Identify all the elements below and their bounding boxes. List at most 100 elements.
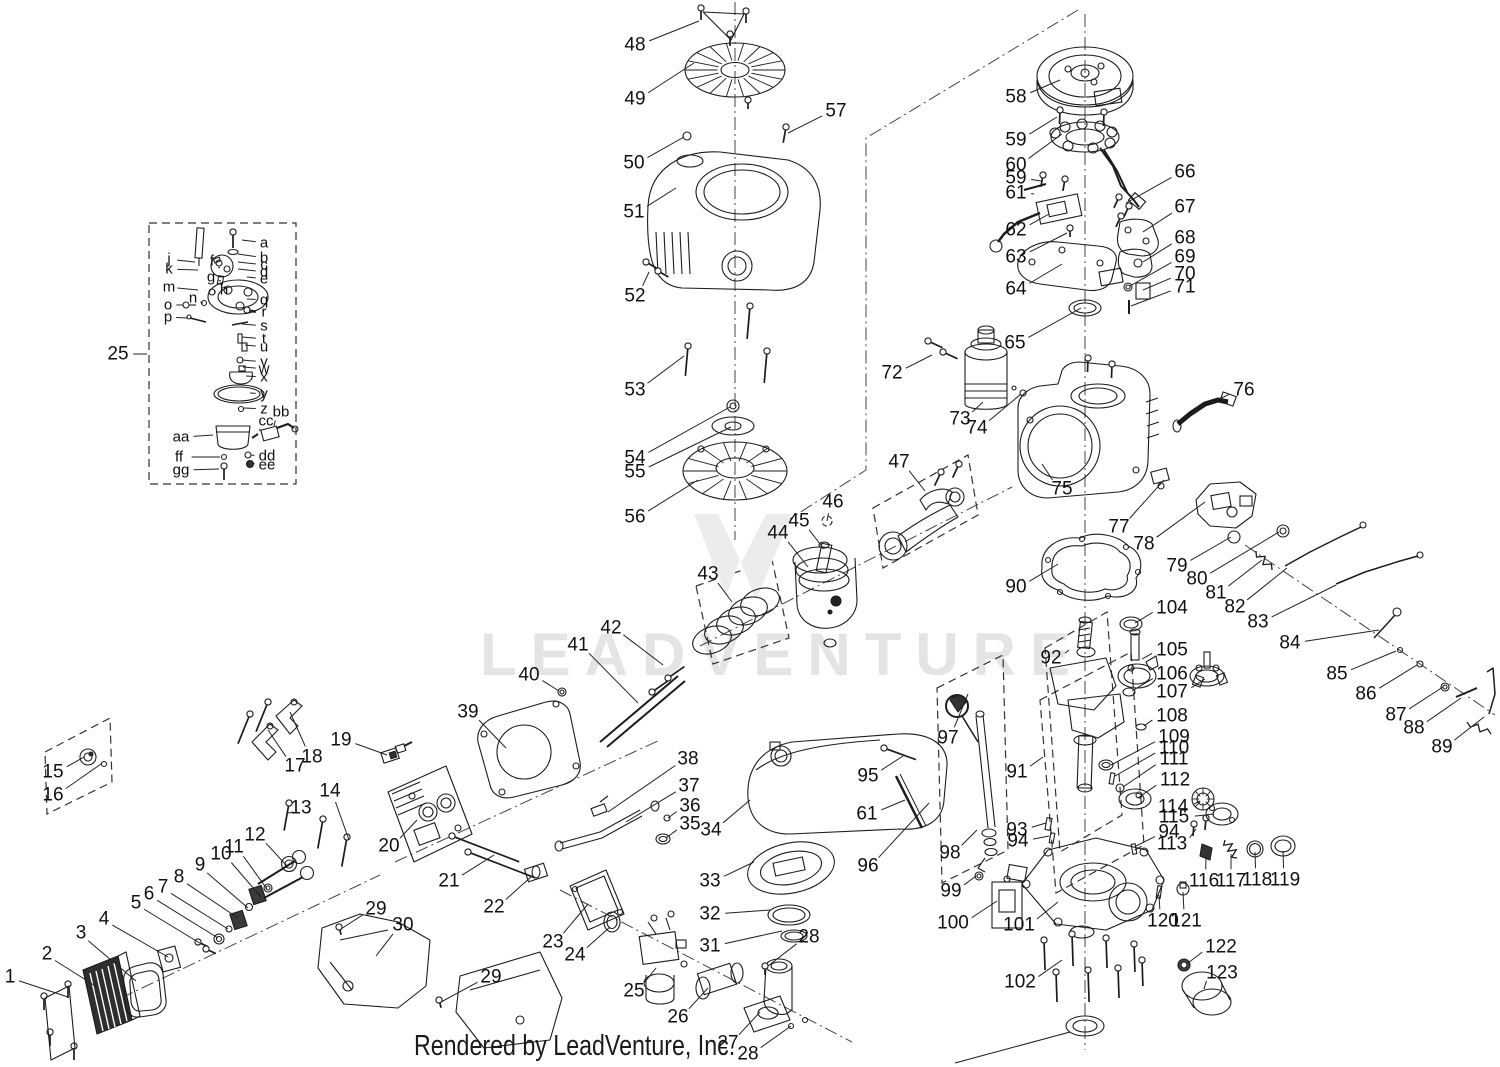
callout-96: 96: [857, 802, 930, 877]
part-shape: [1145, 397, 1159, 403]
leader-line: [1378, 664, 1418, 689]
callout-text: 89: [1431, 737, 1452, 758]
piston-ring-43: [728, 596, 768, 626]
sub-callout-h: h: [213, 282, 228, 299]
part-shape: [1180, 961, 1188, 969]
muffler-panel: [117, 951, 141, 1021]
leader-line: [200, 301, 204, 304]
bolt-72: [930, 341, 943, 349]
leader-line: [646, 187, 677, 207]
part-shape: [650, 800, 660, 812]
callout-41: 41: [567, 635, 639, 704]
part-shape: [1205, 790, 1212, 797]
sump-bolt-102: [1102, 934, 1110, 942]
part-shape: [795, 557, 849, 583]
debris-screen-fins: [709, 77, 727, 94]
leader-line: [355, 743, 388, 756]
leader-line: [1228, 559, 1263, 587]
leader-line: [218, 279, 222, 282]
part-shape: [1011, 385, 1017, 391]
callout-text: 54: [624, 448, 646, 469]
part-shape: [1027, 413, 1093, 479]
oil-seal: [1065, 1015, 1105, 1037]
sub-callout-k: k: [165, 261, 199, 278]
part-shape: [469, 969, 541, 991]
fitting-38: [590, 803, 608, 817]
governor-bracket-78: [1195, 481, 1257, 529]
part-shape: [561, 815, 643, 850]
callout-text: 24: [564, 945, 586, 966]
wire-connector: [1127, 191, 1147, 211]
callout-66: 66: [1125, 162, 1196, 204]
carburetor-detail-box-25: [148, 222, 297, 485]
debris-screen-fins: [743, 77, 761, 94]
leader-line: [649, 20, 700, 42]
rocker-stud: [237, 716, 250, 744]
part-shape: [1070, 869, 1116, 895]
bolt-72: [924, 337, 932, 345]
callout-71: 71: [1130, 277, 1196, 307]
screw-48: [697, 4, 705, 12]
housing-oval: [676, 154, 704, 168]
part-shape: [391, 781, 421, 795]
part-shape: [1215, 672, 1229, 686]
callout-text: 90: [1005, 577, 1026, 598]
bolt-95: [880, 744, 888, 752]
sub-callout-text: z: [260, 401, 268, 418]
part-shape: [606, 914, 618, 930]
debris-screen-fins: [737, 79, 745, 97]
leader-line: [826, 513, 829, 522]
key-93: [1044, 817, 1053, 831]
leader-line: [241, 239, 256, 243]
callout-114: 114: [1158, 797, 1201, 818]
leader-line: [648, 406, 731, 453]
leadventure-watermark: LEADVENTURE: [480, 621, 1085, 688]
callout-120: 120: [1147, 894, 1179, 932]
callout-75: 75: [1041, 463, 1073, 500]
plug-boot: [989, 239, 1003, 253]
callout-text: 22: [483, 897, 504, 918]
sub-callout-text: p: [164, 309, 172, 326]
leader-line: [156, 899, 219, 939]
callout-24: 24: [564, 926, 611, 966]
leader-line: [787, 115, 823, 134]
valve-head: [291, 849, 307, 865]
intake-elbow-27: [765, 958, 793, 974]
leader-line: [647, 136, 685, 159]
push-rod-41: [606, 680, 686, 748]
part-shape: [189, 317, 207, 323]
part-shape: [1125, 792, 1145, 806]
part-shape: [217, 285, 259, 309]
callout-text: 85: [1326, 664, 1347, 685]
callout-text: 87: [1385, 705, 1406, 726]
leader-line: [230, 862, 262, 898]
screw-66: [1115, 193, 1123, 201]
nut-50: [682, 131, 692, 141]
triangle-guide: [702, 11, 745, 41]
callout-text: 120: [1147, 911, 1179, 932]
callout-22: 22: [483, 875, 533, 918]
sump-bolt-102: [1040, 936, 1048, 944]
sub-callout-ff: ff: [175, 449, 220, 466]
part-shape: [647, 921, 657, 935]
screw-52: [654, 267, 662, 275]
leader-line: [1203, 980, 1207, 990]
sub-callout-o: o: [164, 297, 183, 314]
callout-text: 25: [623, 981, 644, 1002]
part-shape: [1226, 506, 1238, 518]
callout-text: 28: [737, 1044, 758, 1065]
bolt-53: [684, 342, 692, 350]
callout-text: 19: [330, 730, 351, 751]
debris-screen-fins: [725, 79, 733, 97]
callout-99: 99: [940, 875, 977, 902]
callout-80: 80: [1186, 531, 1280, 590]
dipstick-tube-98: [975, 715, 989, 829]
leader-line: [725, 909, 771, 914]
callout-36: 36: [667, 796, 701, 819]
part-shape: [976, 873, 982, 879]
callout-34: 34: [700, 799, 751, 841]
sub-callout-text: ee: [259, 457, 276, 474]
callout-60: 60: [1005, 133, 1063, 176]
leader-line: [1187, 951, 1203, 964]
part-shape: [1194, 790, 1201, 797]
